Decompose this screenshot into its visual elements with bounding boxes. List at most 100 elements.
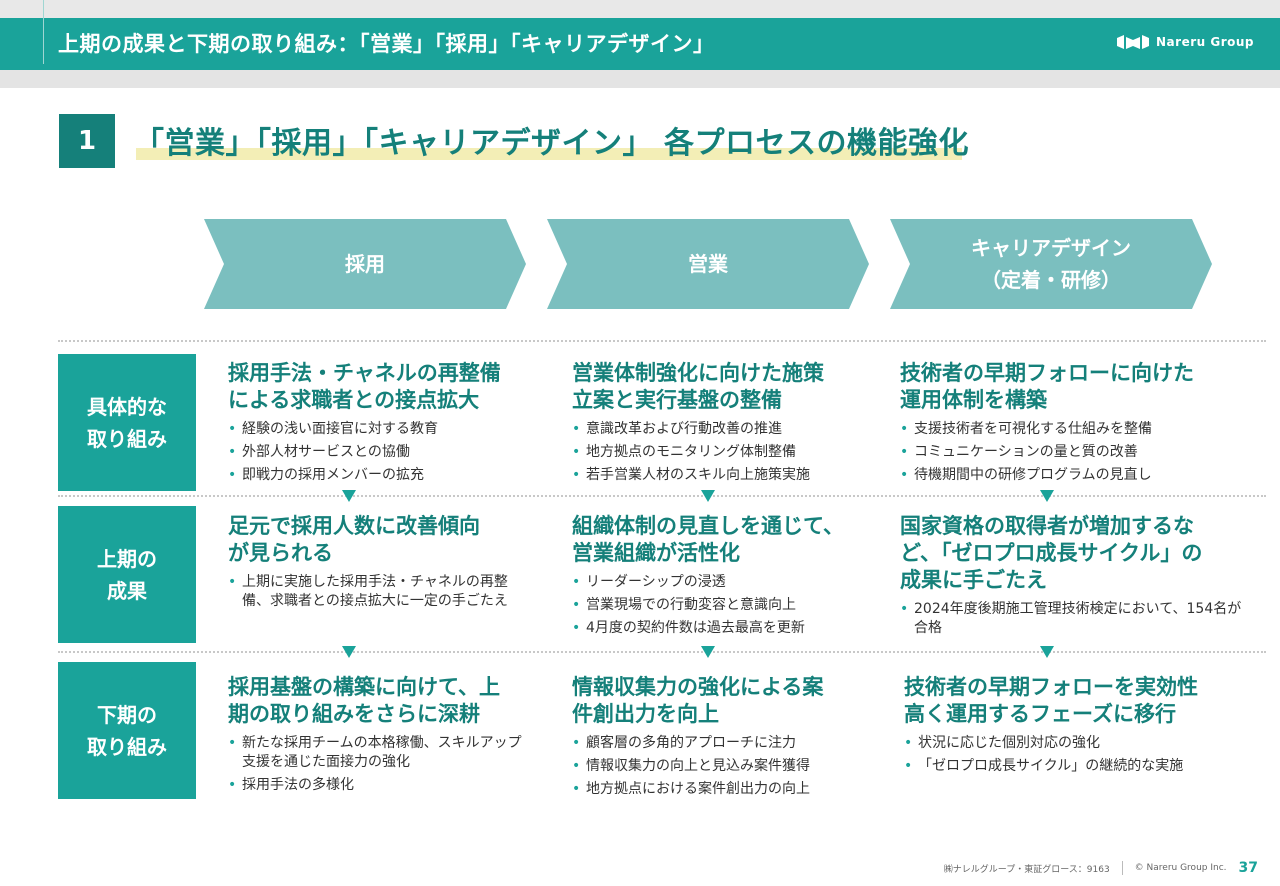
- cell-career-next: 技術者の早期フォローを実効性 高く運用するフェーズに移行 状況に応じた個別対応の…: [904, 674, 1254, 780]
- down-arrow-icon: [1040, 490, 1054, 502]
- footer-company: ㈱ナレルグループ・東証グロース：9163: [943, 864, 1110, 875]
- cell-heading: 成果に手ごたえ: [900, 568, 1047, 592]
- down-arrow-icon: [1040, 646, 1054, 658]
- bullet-item: 支援技術者を可視化する仕組みを整備: [900, 420, 1250, 439]
- column-header-career-design: キャリアデザイン （定着・研修）: [890, 219, 1212, 309]
- bullet-item: 2024年度後期施工管理技術検定において、154名が合格: [900, 600, 1244, 638]
- bullet-item: 「ゼロプロ成長サイクル」の継続的な実施: [904, 757, 1254, 776]
- row-label-line: 下期の: [97, 702, 157, 727]
- cell-heading: 期の取り組みをさらに深耕: [228, 702, 480, 726]
- bullet-item: 意識改革および行動改善の推進: [572, 420, 877, 439]
- cell-heading: 国家資格の取得者が増加するな: [900, 514, 1194, 538]
- bullet-list: 新たな採用チームの本格稼働、スキルアップ支援を通じた面接力の強化 採用手法の多様…: [228, 734, 538, 795]
- row-divider: [58, 651, 1266, 653]
- down-arrow-icon: [342, 490, 356, 502]
- section-title: 「営業」「採用」「キャリアデザイン」 各プロセスの機能強化: [134, 126, 969, 161]
- header-divider: [43, 0, 44, 64]
- cell-heading: 営業体制強化に向けた施策: [572, 361, 824, 385]
- header-shadow-band: [0, 70, 1280, 88]
- bullet-item: リーダーシップの浸透: [572, 573, 877, 592]
- cell-heading: 運用体制を構築: [900, 388, 1047, 412]
- column-header-label: キャリアデザイン: [971, 236, 1131, 260]
- bullet-list: 2024年度後期施工管理技術検定において、154名が合格: [900, 600, 1250, 638]
- cell-recruitment-next: 採用基盤の構築に向けて、上 期の取り組みをさらに深耕 新たな採用チームの本格稼働…: [228, 674, 538, 799]
- bullet-item: 地方拠点における案件創出力の向上: [572, 780, 877, 799]
- page-title: 上期の成果と下期の取り組み：「営業」「採用」「キャリアデザイン」: [58, 32, 715, 56]
- bullet-item: 経験の浅い面接官に対する教育: [228, 420, 538, 439]
- row-label-concrete-actions: 具体的な 取り組み: [58, 354, 196, 491]
- section-title-highlight: [136, 148, 962, 160]
- column-header-label: 営業: [688, 252, 728, 276]
- cell-heading: 技術者の早期フォローを実効性: [904, 675, 1198, 699]
- bullet-list: リーダーシップの浸透 営業現場での行動変容と意識向上 4月度の契約件数は過去最高…: [572, 573, 877, 638]
- cell-heading: 件創出力を向上: [572, 702, 719, 726]
- column-header-recruitment: 採用: [204, 219, 526, 309]
- down-arrow-icon: [701, 490, 715, 502]
- bullet-item: 待機期間中の研修プログラムの見直し: [900, 466, 1250, 485]
- footer: ㈱ナレルグループ・東証グロース：9163 © Nareru Group Inc.…: [944, 860, 1258, 876]
- cell-recruitment-actions: 採用手法・チャネルの再整備 による求職者との接点拡大 経験の浅い面接官に対する教…: [228, 360, 538, 489]
- bullet-item: 採用手法の多様化: [228, 776, 538, 795]
- nareru-logo-icon: [1117, 35, 1150, 49]
- cell-heading: が見られる: [228, 541, 333, 565]
- bullet-item: 情報収集力の向上と見込み案件獲得: [572, 757, 877, 776]
- cell-heading: 情報収集力の強化による案: [572, 675, 824, 699]
- logo-text: Nareru Group: [1156, 35, 1254, 49]
- footer-copyright: © Nareru Group Inc.: [1134, 863, 1227, 873]
- cell-heading: 高く運用するフェーズに移行: [904, 702, 1176, 726]
- footer-divider: [1121, 861, 1123, 875]
- cell-heading: 採用手法・チャネルの再整備: [228, 361, 501, 385]
- cell-heading: ど、「ゼロプロ成長サイクル」の: [900, 541, 1203, 565]
- row-label-first-half-results: 上期の 成果: [58, 506, 196, 643]
- bullet-item: 状況に応じた個別対応の強化: [904, 734, 1254, 753]
- cell-heading: 立案と実行基盤の整備: [572, 388, 782, 412]
- row-label-line: 上期の: [97, 546, 157, 571]
- cell-career-actions: 技術者の早期フォローに向けた 運用体制を構築 支援技術者を可視化する仕組みを整備…: [900, 360, 1250, 489]
- header-bar: [0, 18, 1280, 70]
- bullet-item: 若手営業人材のスキル向上施策実施: [572, 466, 877, 485]
- column-header-label: 採用: [345, 252, 385, 276]
- row-label-second-half-actions: 下期の 取り組み: [58, 662, 196, 799]
- bullet-list: 支援技術者を可視化する仕組みを整備 コミュニケーションの量と質の改善 待機期間中…: [900, 420, 1250, 485]
- bullet-list: 状況に応じた個別対応の強化 「ゼロプロ成長サイクル」の継続的な実施: [904, 734, 1254, 776]
- column-header-sublabel: （定着・研修）: [981, 268, 1121, 292]
- bullet-list: 顧客層の多角的アプローチに注力 情報収集力の向上と見込み案件獲得 地方拠点におけ…: [572, 734, 877, 799]
- row-label-line: 取り組み: [87, 734, 167, 759]
- bullet-item: 外部人材サービスとの協働: [228, 443, 538, 462]
- down-arrow-icon: [342, 646, 356, 658]
- bullet-item: 上期に実施した採用手法・チャネルの再整備、求職者との接点拡大に一定の手ごたえ: [228, 573, 532, 611]
- cell-heading: 技術者の早期フォローに向けた: [900, 361, 1194, 385]
- cell-career-results: 国家資格の取得者が増加するな ど、「ゼロプロ成長サイクル」の 成果に手ごたえ 2…: [900, 513, 1250, 642]
- cell-sales-next: 情報収集力の強化による案 件創出力を向上 顧客層の多角的アプローチに注力 情報収…: [572, 674, 877, 803]
- chevron-shape: [890, 219, 1212, 309]
- cell-sales-actions: 営業体制強化に向けた施策 立案と実行基盤の整備 意識改革および行動改善の推進 地…: [572, 360, 877, 489]
- row-label-line: 具体的な: [87, 394, 167, 419]
- chevron-shape: [547, 219, 869, 309]
- down-arrow-icon: [701, 646, 715, 658]
- cell-heading: 足元で採用人数に改善傾向: [228, 514, 480, 538]
- row-divider: [58, 340, 1266, 342]
- section-number: 1: [59, 114, 115, 168]
- top-strip: [0, 0, 1280, 18]
- bullet-item: 地方拠点のモニタリング体制整備: [572, 443, 877, 462]
- bullet-item: コミュニケーションの量と質の改善: [900, 443, 1250, 462]
- cell-sales-results: 組織体制の見直しを通じて、 営業組織が活性化 リーダーシップの浸透 営業現場での…: [572, 513, 877, 642]
- cell-heading: 組織体制の見直しを通じて、: [572, 514, 844, 538]
- page-number: 37: [1238, 860, 1258, 876]
- bullet-item: 営業現場での行動変容と意識向上: [572, 596, 877, 615]
- cell-heading: 営業組織が活性化: [572, 541, 740, 565]
- company-logo: Nareru Group: [1116, 34, 1254, 50]
- chevron-shape: [204, 219, 526, 309]
- bullet-item: 新たな採用チームの本格稼働、スキルアップ支援を通じた面接力の強化: [228, 734, 532, 772]
- bullet-list: 経験の浅い面接官に対する教育 外部人材サービスとの協働 即戦力の採用メンバーの拡…: [228, 420, 538, 485]
- cell-recruitment-results: 足元で採用人数に改善傾向 が見られる 上期に実施した採用手法・チャネルの再整備、…: [228, 513, 538, 615]
- bullet-item: 顧客層の多角的アプローチに注力: [572, 734, 877, 753]
- bullet-list: 意識改革および行動改善の推進 地方拠点のモニタリング体制整備 若手営業人材のスキ…: [572, 420, 877, 485]
- row-label-line: 取り組み: [87, 426, 167, 451]
- bullet-list: 上期に実施した採用手法・チャネルの再整備、求職者との接点拡大に一定の手ごたえ: [228, 573, 538, 611]
- row-label-line: 成果: [107, 578, 147, 603]
- bullet-item: 即戦力の採用メンバーの拡充: [228, 466, 538, 485]
- column-header-sales: 営業: [547, 219, 869, 309]
- cell-heading: による求職者との接点拡大: [228, 388, 480, 412]
- cell-heading: 採用基盤の構築に向けて、上: [228, 675, 500, 699]
